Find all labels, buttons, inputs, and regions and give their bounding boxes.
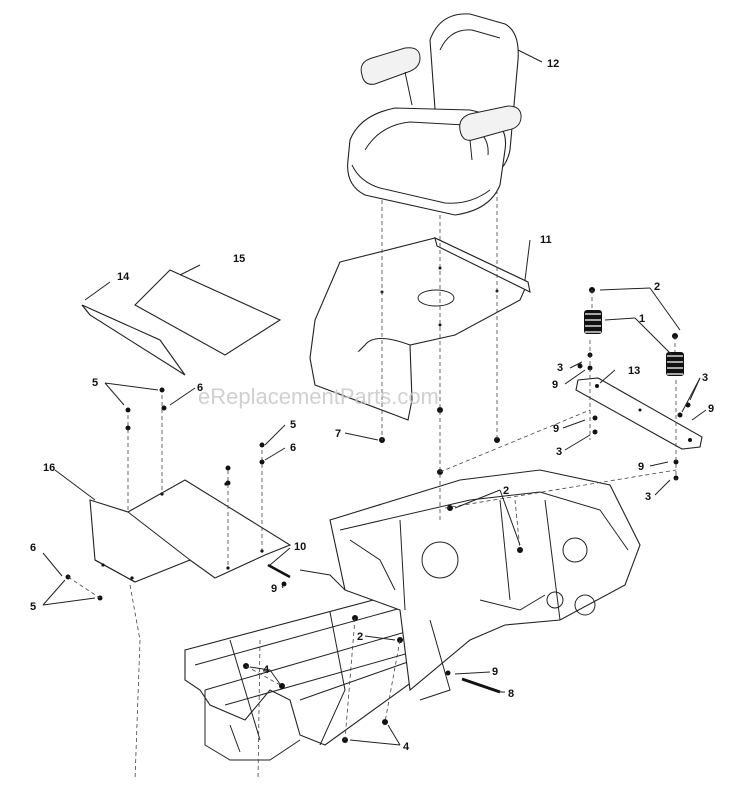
callout-2-frame: 2 <box>357 631 363 643</box>
callout-5-lower: 5 <box>30 601 36 613</box>
callout-9-left: 9 <box>552 379 558 391</box>
callout-9-bottom: 9 <box>638 461 644 473</box>
spring-part-1b <box>666 352 684 376</box>
callout-2-top: 2 <box>654 281 660 293</box>
leader-lines <box>42 49 707 746</box>
callout-6-mid: 6 <box>290 442 296 454</box>
callout-14: 14 <box>117 271 130 283</box>
assembly-lines <box>67 190 677 781</box>
callout-3-right: 3 <box>702 372 708 384</box>
watermark: eReplacementParts.com <box>198 384 439 409</box>
callout-5-mid: 5 <box>290 419 296 431</box>
callout-1: 1 <box>639 313 645 325</box>
callout-4-left: 4 <box>263 664 270 676</box>
panel-part-14 <box>81 304 186 376</box>
callout-10: 10 <box>294 541 306 553</box>
callout-7: 7 <box>335 428 341 440</box>
callout-11: 11 <box>540 234 552 246</box>
callout-4-bottom: 4 <box>403 741 410 753</box>
callout-9-right: 9 <box>708 403 714 415</box>
callout-8: 8 <box>508 688 514 700</box>
callout-12: 12 <box>547 58 559 70</box>
spring-part-1a <box>584 310 602 334</box>
callout-13: 13 <box>628 365 640 377</box>
seat-pan-part-11 <box>309 237 531 421</box>
callout-2-right: 2 <box>503 485 509 497</box>
callout-6-upper: 6 <box>197 382 203 394</box>
callout-9-mid: 9 <box>553 423 559 435</box>
callout-16: 16 <box>43 462 55 474</box>
callout-9-left-frame: 9 <box>271 583 277 595</box>
callout-9-frame: 9 <box>492 666 498 678</box>
callout-5-upper: 5 <box>92 377 98 389</box>
floor-pan-part-16 <box>89 479 292 583</box>
bracket-part-13 <box>575 377 703 450</box>
callout-3-left: 3 <box>557 362 563 374</box>
tractor-frame <box>184 469 641 761</box>
callout-15: 15 <box>233 253 245 265</box>
callout-3-bottom: 3 <box>645 491 651 503</box>
panel-part-15 <box>134 269 282 356</box>
callout-3-mid: 3 <box>556 446 562 458</box>
callout-6-lower: 6 <box>30 542 36 554</box>
seat-part-12 <box>347 13 522 216</box>
callout-labels: 12 11 14 15 2 1 3 9 13 3 9 9 3 9 3 5 6 5… <box>30 58 714 753</box>
